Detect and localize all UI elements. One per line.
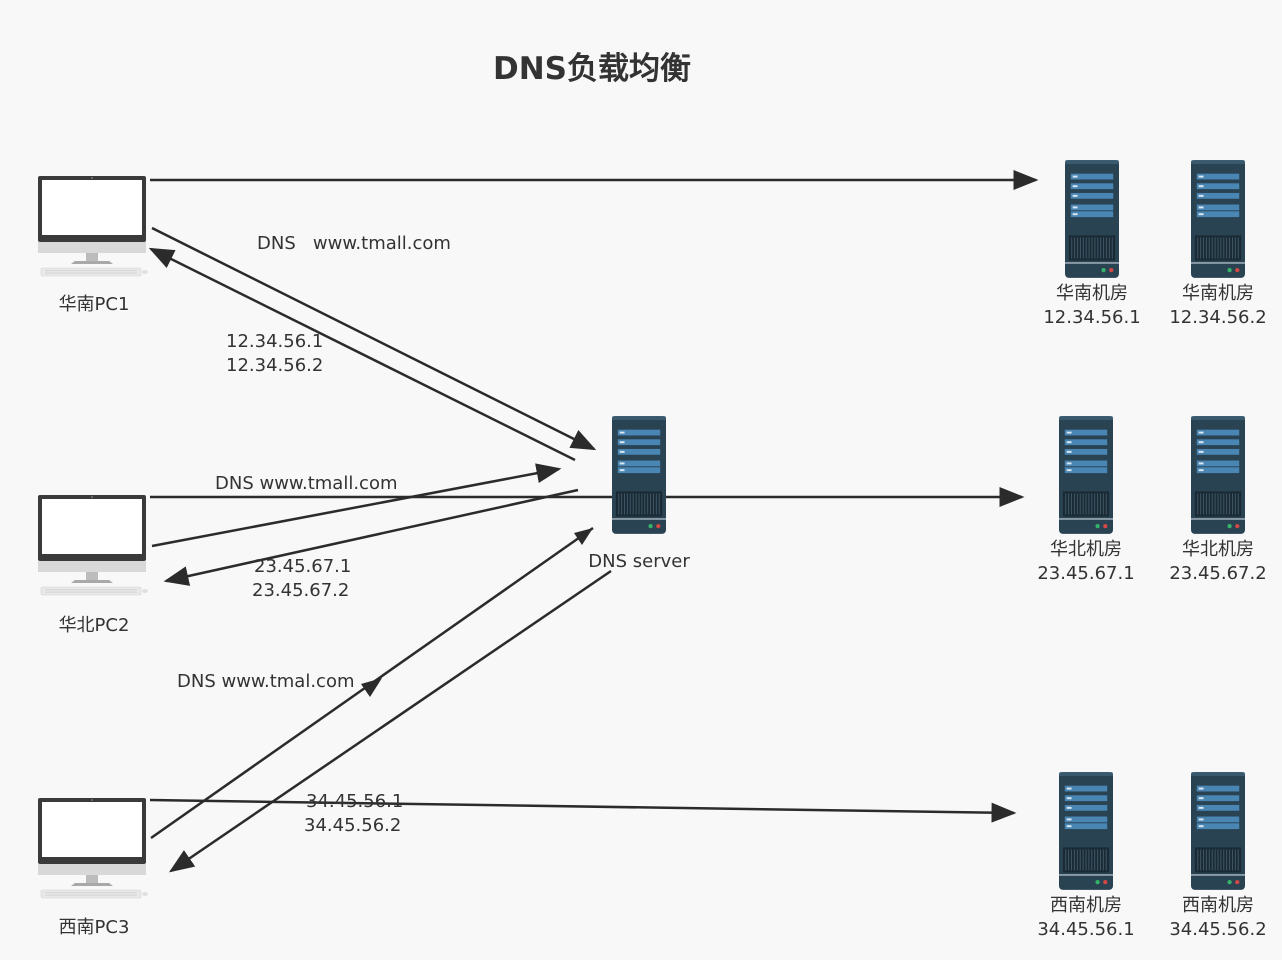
server-icon bbox=[612, 415, 666, 535]
client-pc2: 华北PC2 bbox=[37, 494, 149, 636]
response-label-pc1-line1: 12.34.56.1 bbox=[226, 331, 323, 352]
query-label-pc3: DNS www.tmal.com bbox=[177, 671, 355, 692]
edge-dns-response-to-pc1 bbox=[148, 247, 576, 462]
response-label-pc3-line1: 34.45.56.1 bbox=[306, 791, 403, 812]
datacenter-ip: 34.45.56.2 bbox=[1169, 919, 1266, 940]
datacenter-name: 华北机房 bbox=[1182, 539, 1254, 560]
dns-server-node: DNS server bbox=[588, 415, 690, 572]
diagram-title: DNS负载均衡 bbox=[493, 51, 691, 87]
client-label: 西南PC3 bbox=[59, 917, 130, 938]
desktop-computer-icon bbox=[37, 797, 149, 899]
edge-pc3-query-arrow bbox=[574, 528, 593, 545]
query-label-pc1: DNS www.tmall.com bbox=[257, 233, 451, 254]
datacenter-south-1: 华南机房 12.34.56.1 bbox=[1043, 159, 1141, 328]
datacenter-name: 西南机房 bbox=[1050, 895, 1122, 916]
response-label-pc2-line1: 23.45.67.1 bbox=[254, 556, 351, 577]
server-icon bbox=[1059, 415, 1113, 535]
datacenter-ip: 12.34.56.2 bbox=[1169, 307, 1266, 328]
edge-dns-response-to-pc3 bbox=[168, 569, 612, 873]
edge-pc1-query-to-dns bbox=[151, 226, 597, 451]
edge-dns-response-to-pc2 bbox=[163, 488, 579, 586]
edge-pc2-query-to-dns bbox=[151, 463, 562, 548]
datacenter-name: 华南机房 bbox=[1056, 283, 1128, 304]
response-label-pc2-line2: 23.45.67.2 bbox=[252, 580, 349, 601]
datacenter-name: 华北机房 bbox=[1050, 539, 1122, 560]
desktop-computer-icon bbox=[37, 175, 149, 277]
client-pc3: 西南PC3 bbox=[37, 797, 149, 938]
client-label: 华北PC2 bbox=[59, 615, 130, 636]
datacenter-ip: 23.45.67.1 bbox=[1037, 563, 1134, 584]
datacenter-southwest-2: 西南机房 34.45.56.2 bbox=[1169, 771, 1267, 940]
client-label: 华南PC1 bbox=[59, 294, 130, 315]
datacenter-south-2: 华南机房 12.34.56.2 bbox=[1169, 159, 1267, 328]
datacenter-north-2: 华北机房 23.45.67.2 bbox=[1169, 415, 1267, 584]
server-icon bbox=[1065, 159, 1119, 279]
datacenter-north-1: 华北机房 23.45.67.1 bbox=[1037, 415, 1135, 584]
response-label-pc1-line2: 12.34.56.2 bbox=[226, 355, 323, 376]
datacenter-southwest-1: 西南机房 34.45.56.1 bbox=[1037, 771, 1135, 940]
server-icon bbox=[1059, 771, 1113, 891]
dns-server-label: DNS server bbox=[588, 551, 690, 572]
client-pc1: 华南PC1 bbox=[37, 175, 149, 315]
datacenter-ip: 34.45.56.1 bbox=[1037, 919, 1134, 940]
server-icon bbox=[1191, 159, 1245, 279]
query-label-pc2: DNS www.tmall.com bbox=[215, 473, 398, 494]
datacenter-name: 华南机房 bbox=[1182, 283, 1254, 304]
datacenter-ip: 23.45.67.2 bbox=[1169, 563, 1266, 584]
edge-pc3-query-arrow-mid bbox=[361, 678, 382, 697]
edge-pc3-to-southwest-dc bbox=[149, 798, 1017, 823]
server-icon bbox=[1191, 771, 1245, 891]
response-label-pc3-line2: 34.45.56.2 bbox=[304, 815, 401, 836]
datacenter-ip: 12.34.56.1 bbox=[1043, 307, 1140, 328]
desktop-computer-icon bbox=[37, 494, 149, 596]
datacenter-name: 西南机房 bbox=[1182, 895, 1254, 916]
server-icon bbox=[1191, 415, 1245, 535]
